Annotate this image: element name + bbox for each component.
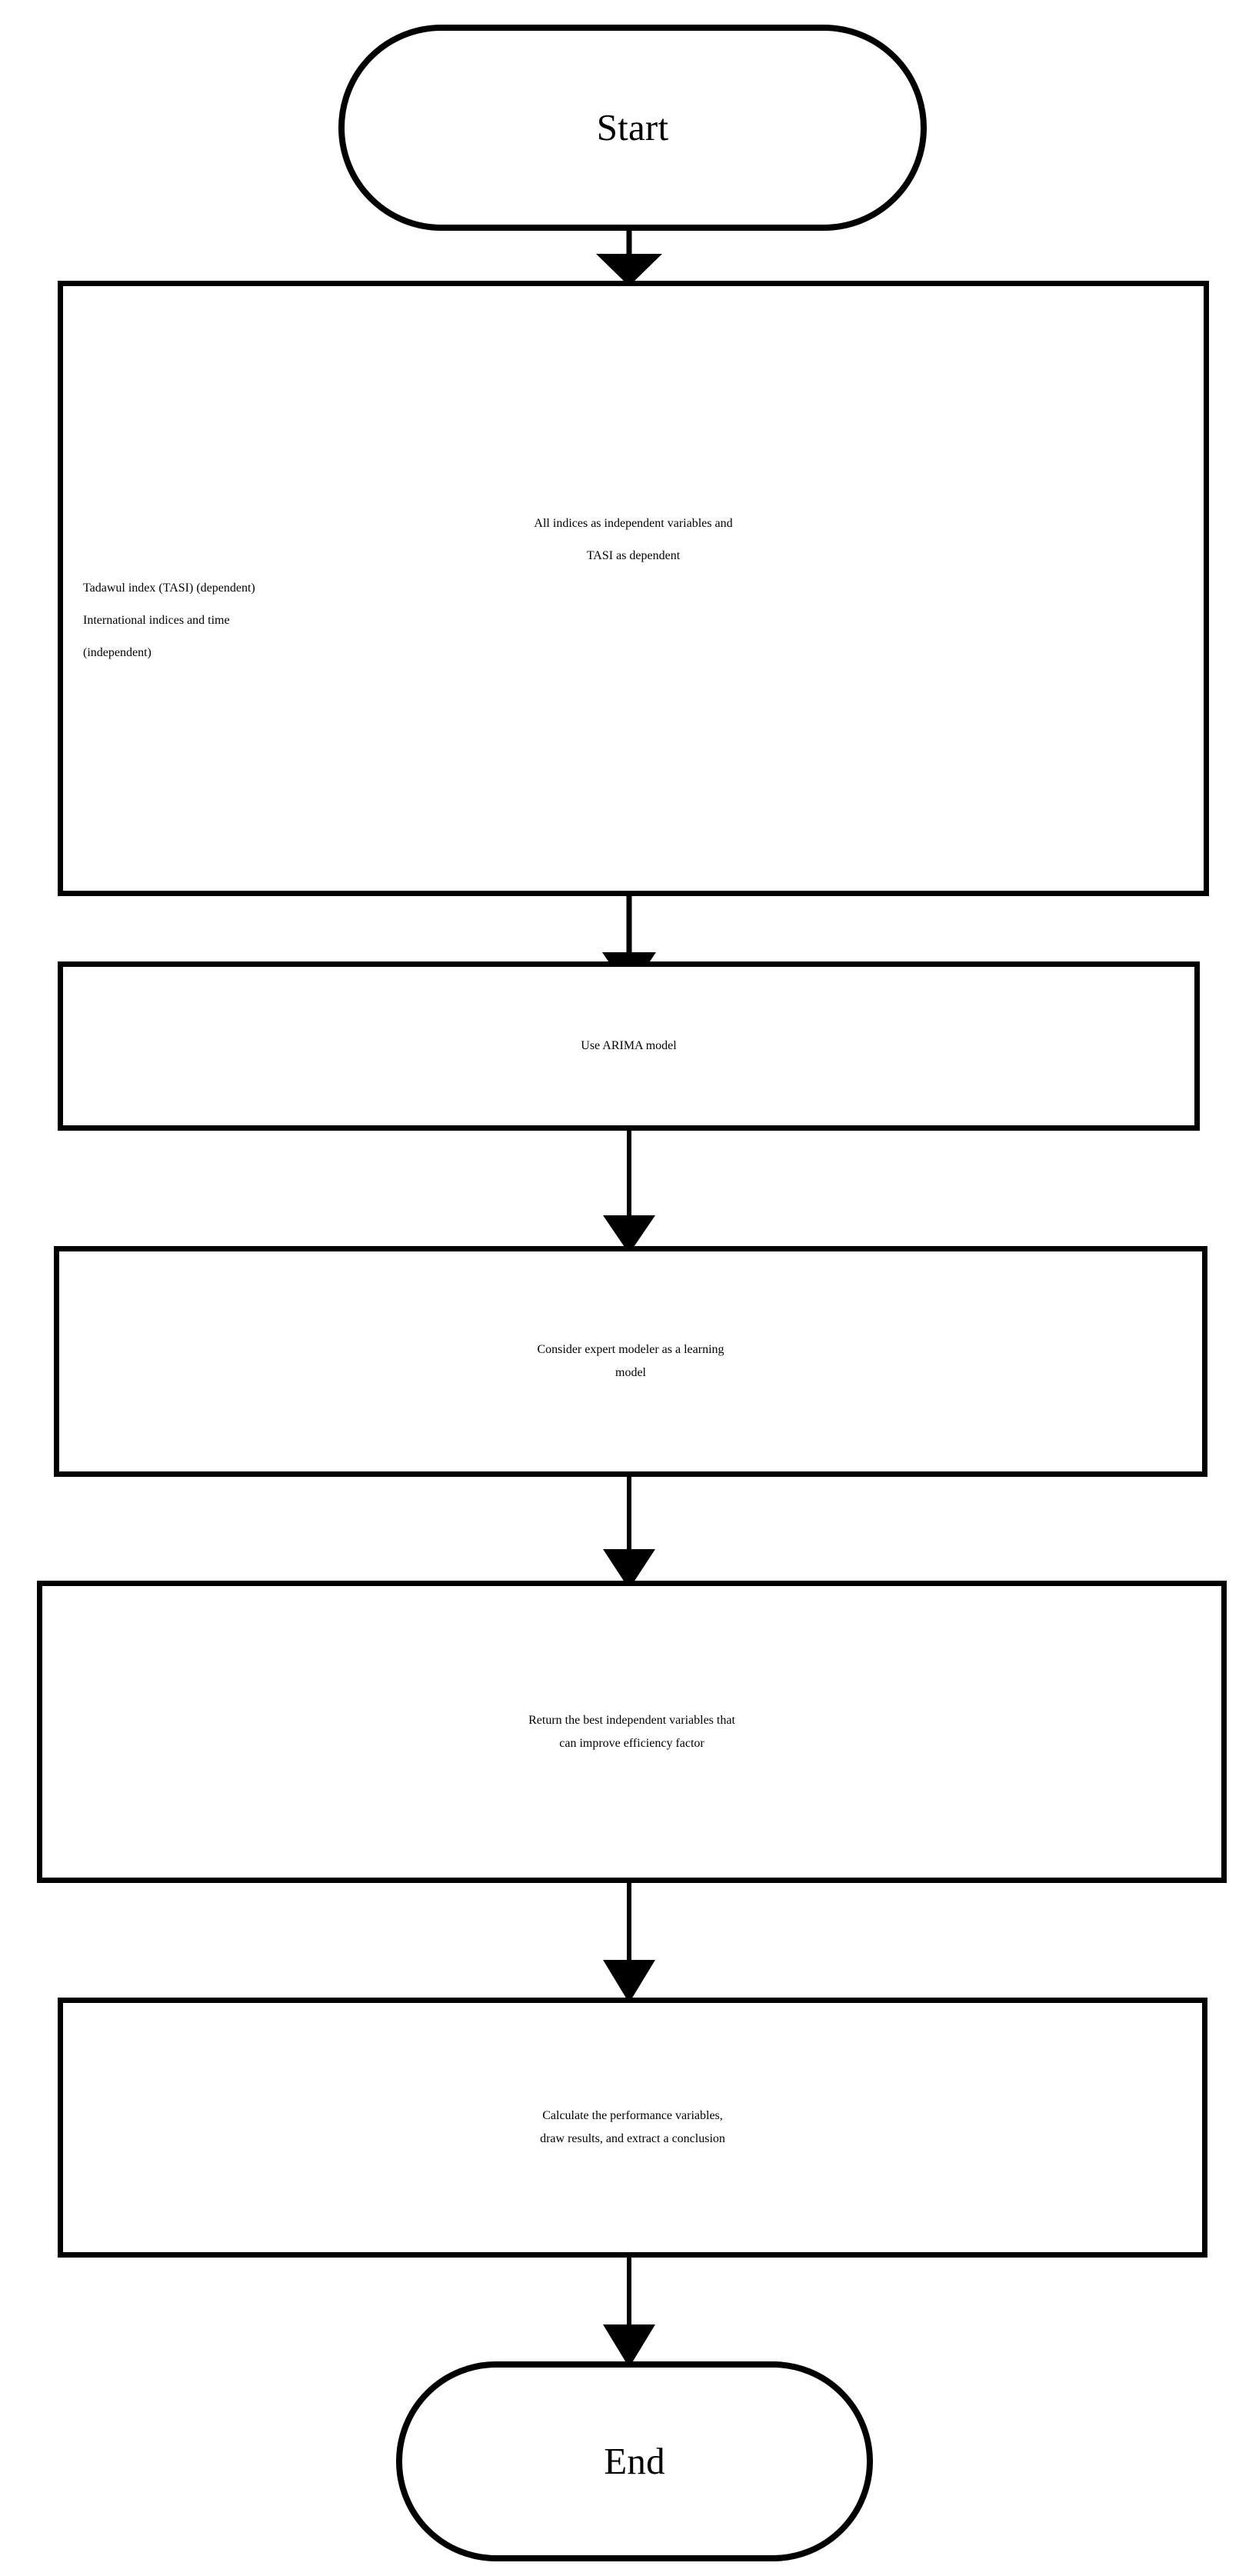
node-box2[interactable]: Use ARIMA model — [58, 961, 1200, 1131]
node-box1-line-3: Tadawul index (TASI) (dependent) — [83, 582, 255, 595]
node-box5-line-1: Calculate the performance variables, — [542, 2109, 723, 2122]
node-start-label: Start — [596, 106, 669, 149]
node-box1-line-4: International indices and time — [83, 614, 230, 627]
node-box5[interactable]: Calculate the performance variables, dra… — [58, 1998, 1207, 2258]
node-box3-line-2: model — [615, 1366, 646, 1379]
node-end[interactable]: End — [396, 2361, 873, 2561]
node-box1-line-1: All indices as independent variables and — [534, 517, 733, 530]
node-box3-lines: Consider expert modeler as a learning mo… — [59, 1343, 1202, 1380]
connector-box2-to-box3 — [603, 1131, 655, 1254]
node-box1-line-2: TASI as dependent — [586, 549, 681, 562]
node-box5-line-2: draw results, and extract a conclusion — [540, 2132, 725, 2145]
node-box4-line-1: Return the best independent variables th… — [528, 1713, 735, 1727]
node-start[interactable]: Start — [338, 25, 927, 231]
connector-box5-to-end — [603, 2258, 655, 2368]
connector-box3-to-box4 — [603, 1477, 655, 1589]
connector-start-to-box1 — [596, 231, 662, 286]
node-box4-lines: Return the best independent variables th… — [42, 1714, 1221, 1751]
node-box1-line-5: (independent) — [83, 646, 152, 659]
node-box2-line-1: Use ARIMA model — [581, 1039, 677, 1052]
node-box4-line-2: can improve efficiency factor — [559, 1736, 704, 1750]
node-box1-lines: All indices as independent variables and… — [63, 517, 1204, 660]
connector-box4-to-box5 — [603, 1883, 655, 2003]
node-box4[interactable]: Return the best independent variables th… — [37, 1581, 1227, 1883]
node-box5-lines: Calculate the performance variables, dra… — [63, 2109, 1202, 2146]
node-box1[interactable]: All indices as independent variables and… — [58, 281, 1209, 896]
node-end-label: End — [604, 2440, 665, 2483]
node-box2-lines: Use ARIMA model — [63, 1039, 1194, 1053]
node-box3[interactable]: Consider expert modeler as a learning mo… — [54, 1246, 1207, 1477]
node-box3-line-1: Consider expert modeler as a learning — [537, 1343, 724, 1356]
